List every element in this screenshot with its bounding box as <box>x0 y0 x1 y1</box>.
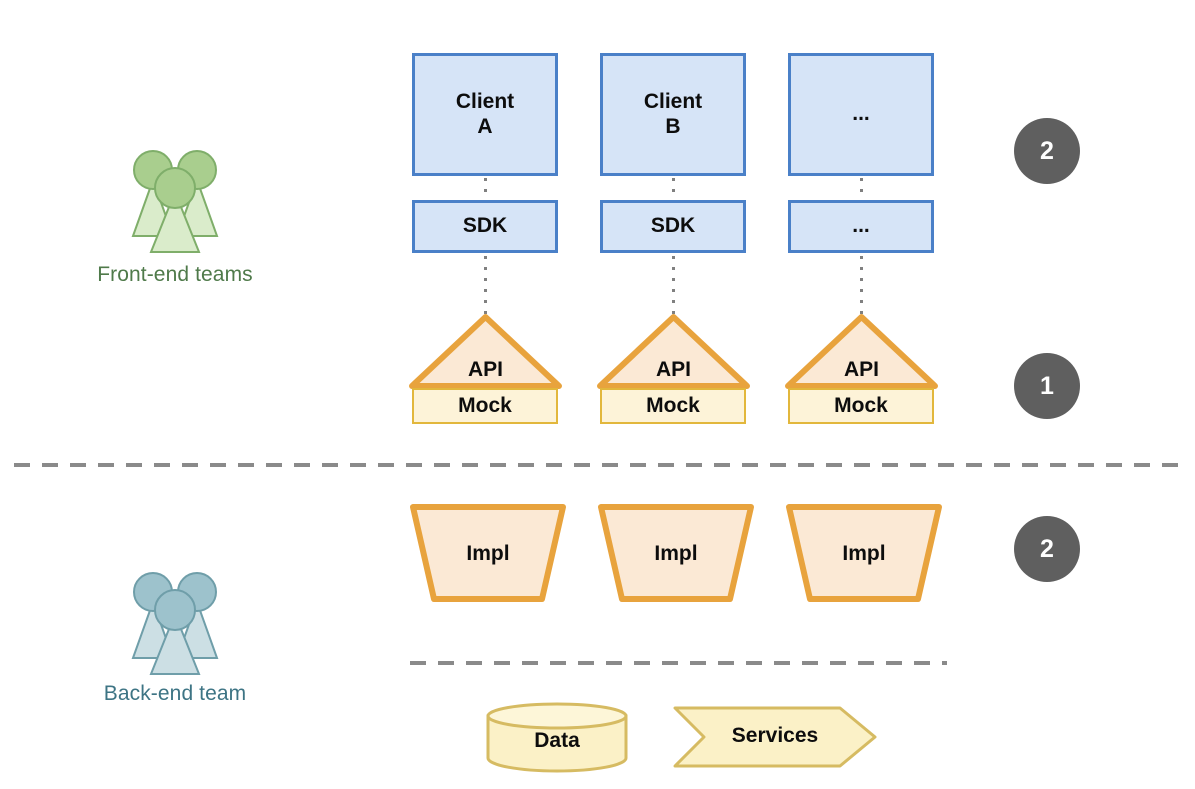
client-box-b[interactable]: Client B <box>600 53 746 176</box>
client-box-more[interactable]: ... <box>788 53 934 176</box>
backend-team-label: Back-end team <box>103 682 247 705</box>
people-group-icon <box>95 570 255 680</box>
mock-box-1-label: Mock <box>458 394 512 417</box>
separator-impl-infrastructure <box>410 661 947 665</box>
sdk-box-1-label: SDK <box>462 214 508 238</box>
client-box-a-line1: Client <box>455 89 515 113</box>
data-cylinder[interactable]: Data <box>484 702 630 774</box>
badge-clients-sdk[interactable]: 2 <box>1014 118 1080 184</box>
connector-client-sdk-3 <box>860 178 863 200</box>
sdk-box-more-label: ... <box>852 214 870 238</box>
impl-trapezoid-2[interactable]: Impl <box>593 502 759 604</box>
sdk-box-more[interactable]: ... <box>788 200 934 253</box>
client-box-a-line2: A <box>477 114 493 138</box>
frontend-team-label: Front-end teams <box>97 263 253 286</box>
sdk-box-2[interactable]: SDK <box>600 200 746 253</box>
mock-box-1[interactable]: Mock <box>412 388 558 424</box>
mock-box-2[interactable]: Mock <box>600 388 746 424</box>
client-box-more-line1: ... <box>852 102 870 126</box>
badge-api-mock-value: 1 <box>1040 371 1054 400</box>
badge-clients-sdk-value: 2 <box>1040 136 1054 165</box>
impl-trapezoid-1[interactable]: Impl <box>405 502 571 604</box>
api-triangle-3[interactable]: API <box>784 313 939 390</box>
mock-box-3[interactable]: Mock <box>788 388 934 424</box>
impl-trapezoid-3[interactable]: Impl <box>781 502 947 604</box>
badge-impl[interactable]: 2 <box>1014 516 1080 582</box>
badge-api-mock[interactable]: 1 <box>1014 353 1080 419</box>
badge-impl-value: 2 <box>1040 534 1054 563</box>
separator-frontend-backend <box>14 463 1181 467</box>
mock-box-3-label: Mock <box>834 394 888 417</box>
connector-client-sdk-1 <box>484 178 487 200</box>
mock-box-2-label: Mock <box>646 394 700 417</box>
connector-sdk-api-1 <box>484 256 487 314</box>
client-box-a[interactable]: Client A <box>412 53 558 176</box>
client-box-b-line2: B <box>665 114 681 138</box>
api-triangle-1[interactable]: API <box>408 313 563 390</box>
connector-sdk-api-3 <box>860 256 863 314</box>
sdk-box-1[interactable]: SDK <box>412 200 558 253</box>
connector-sdk-api-2 <box>672 256 675 314</box>
services-chevron[interactable]: Services <box>672 704 878 770</box>
client-box-b-line1: Client <box>643 89 703 113</box>
people-group-icon <box>95 148 255 258</box>
connector-client-sdk-2 <box>672 178 675 200</box>
api-triangle-2[interactable]: API <box>596 313 751 390</box>
sdk-box-2-label: SDK <box>650 214 696 238</box>
